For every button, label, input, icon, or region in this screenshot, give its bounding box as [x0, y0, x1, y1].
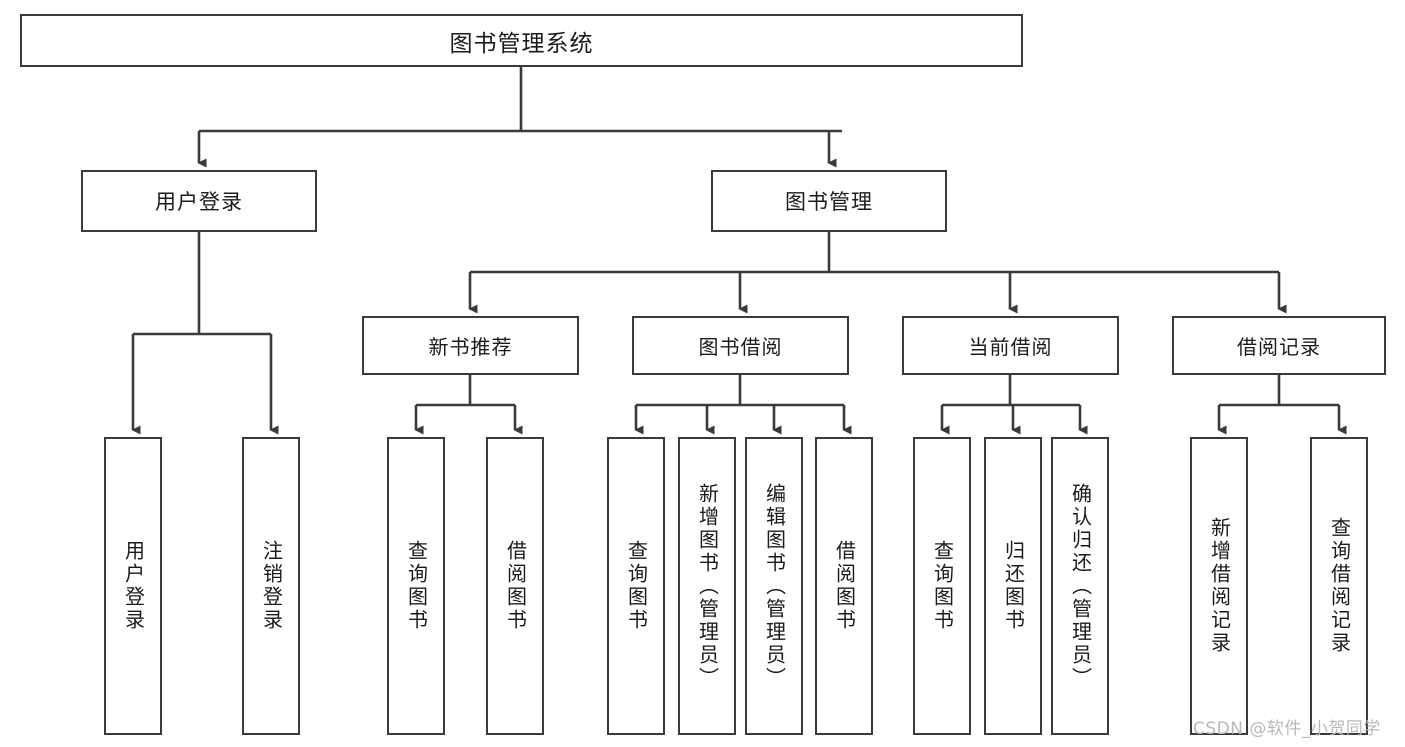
leaf-confirm-return-admin[interactable]: 确认归还（管理员） — [1051, 437, 1109, 735]
leaf-user-login-label: 用户登录 — [121, 540, 146, 632]
leaf-logout-login[interactable]: 注销登录 — [242, 437, 300, 735]
leaf-edit-book-admin[interactable]: 编辑图书（管理员） — [745, 437, 803, 735]
node-user-login-label: 用户登录 — [155, 190, 243, 214]
leaf-borrow-book-newbook-label: 借阅图书 — [503, 540, 528, 632]
node-borrow-record-label: 借阅记录 — [1237, 335, 1321, 359]
node-book-management-label: 图书管理 — [785, 190, 873, 214]
leaf-logout-login-label: 注销登录 — [259, 540, 284, 632]
node-current-borrow[interactable]: 当前借阅 — [902, 316, 1119, 375]
node-root[interactable]: 图书管理系统 — [20, 14, 1023, 67]
leaf-query-borrow-record-label: 查询借阅记录 — [1327, 517, 1352, 655]
leaf-add-book-admin-label: 新增图书（管理员） — [695, 482, 720, 690]
leaf-edit-book-admin-label: 编辑图书（管理员） — [762, 482, 787, 690]
node-book-borrow-label: 图书借阅 — [698, 335, 783, 359]
watermark: CSDN @软件_小贺同学 — [1193, 719, 1381, 739]
node-root-label: 图书管理系统 — [449, 30, 594, 57]
leaf-query-book-current-label: 查询图书 — [930, 540, 955, 632]
node-new-book-recommend-label: 新书推荐 — [428, 335, 513, 359]
node-user-login[interactable]: 用户登录 — [81, 170, 317, 232]
leaf-confirm-return-admin-label: 确认归还（管理员） — [1068, 482, 1093, 690]
node-new-book-recommend[interactable]: 新书推荐 — [362, 316, 579, 375]
leaf-query-book-borrow[interactable]: 查询图书 — [607, 437, 665, 735]
leaf-query-book-current[interactable]: 查询图书 — [913, 437, 971, 735]
leaf-add-borrow-record-label: 新增借阅记录 — [1207, 517, 1232, 655]
leaf-query-book-borrow-label: 查询图书 — [624, 540, 649, 632]
leaf-add-book-admin[interactable]: 新增图书（管理员） — [678, 437, 736, 735]
node-book-borrow[interactable]: 图书借阅 — [632, 316, 849, 375]
node-book-management[interactable]: 图书管理 — [711, 170, 947, 232]
node-borrow-record[interactable]: 借阅记录 — [1172, 316, 1386, 375]
leaf-borrow-book-borrow[interactable]: 借阅图书 — [815, 437, 873, 735]
node-current-borrow-label: 当前借阅 — [968, 335, 1053, 359]
leaf-query-book-newbook[interactable]: 查询图书 — [387, 437, 445, 735]
leaf-query-book-newbook-label: 查询图书 — [404, 540, 429, 632]
leaf-add-borrow-record[interactable]: 新增借阅记录 — [1190, 437, 1248, 735]
leaf-borrow-book-borrow-label: 借阅图书 — [832, 540, 857, 632]
leaf-return-book-label: 归还图书 — [1001, 540, 1026, 632]
leaf-user-login[interactable]: 用户登录 — [104, 437, 162, 735]
leaf-borrow-book-newbook[interactable]: 借阅图书 — [486, 437, 544, 735]
leaf-query-borrow-record[interactable]: 查询借阅记录 — [1310, 437, 1368, 735]
leaf-return-book[interactable]: 归还图书 — [984, 437, 1042, 735]
